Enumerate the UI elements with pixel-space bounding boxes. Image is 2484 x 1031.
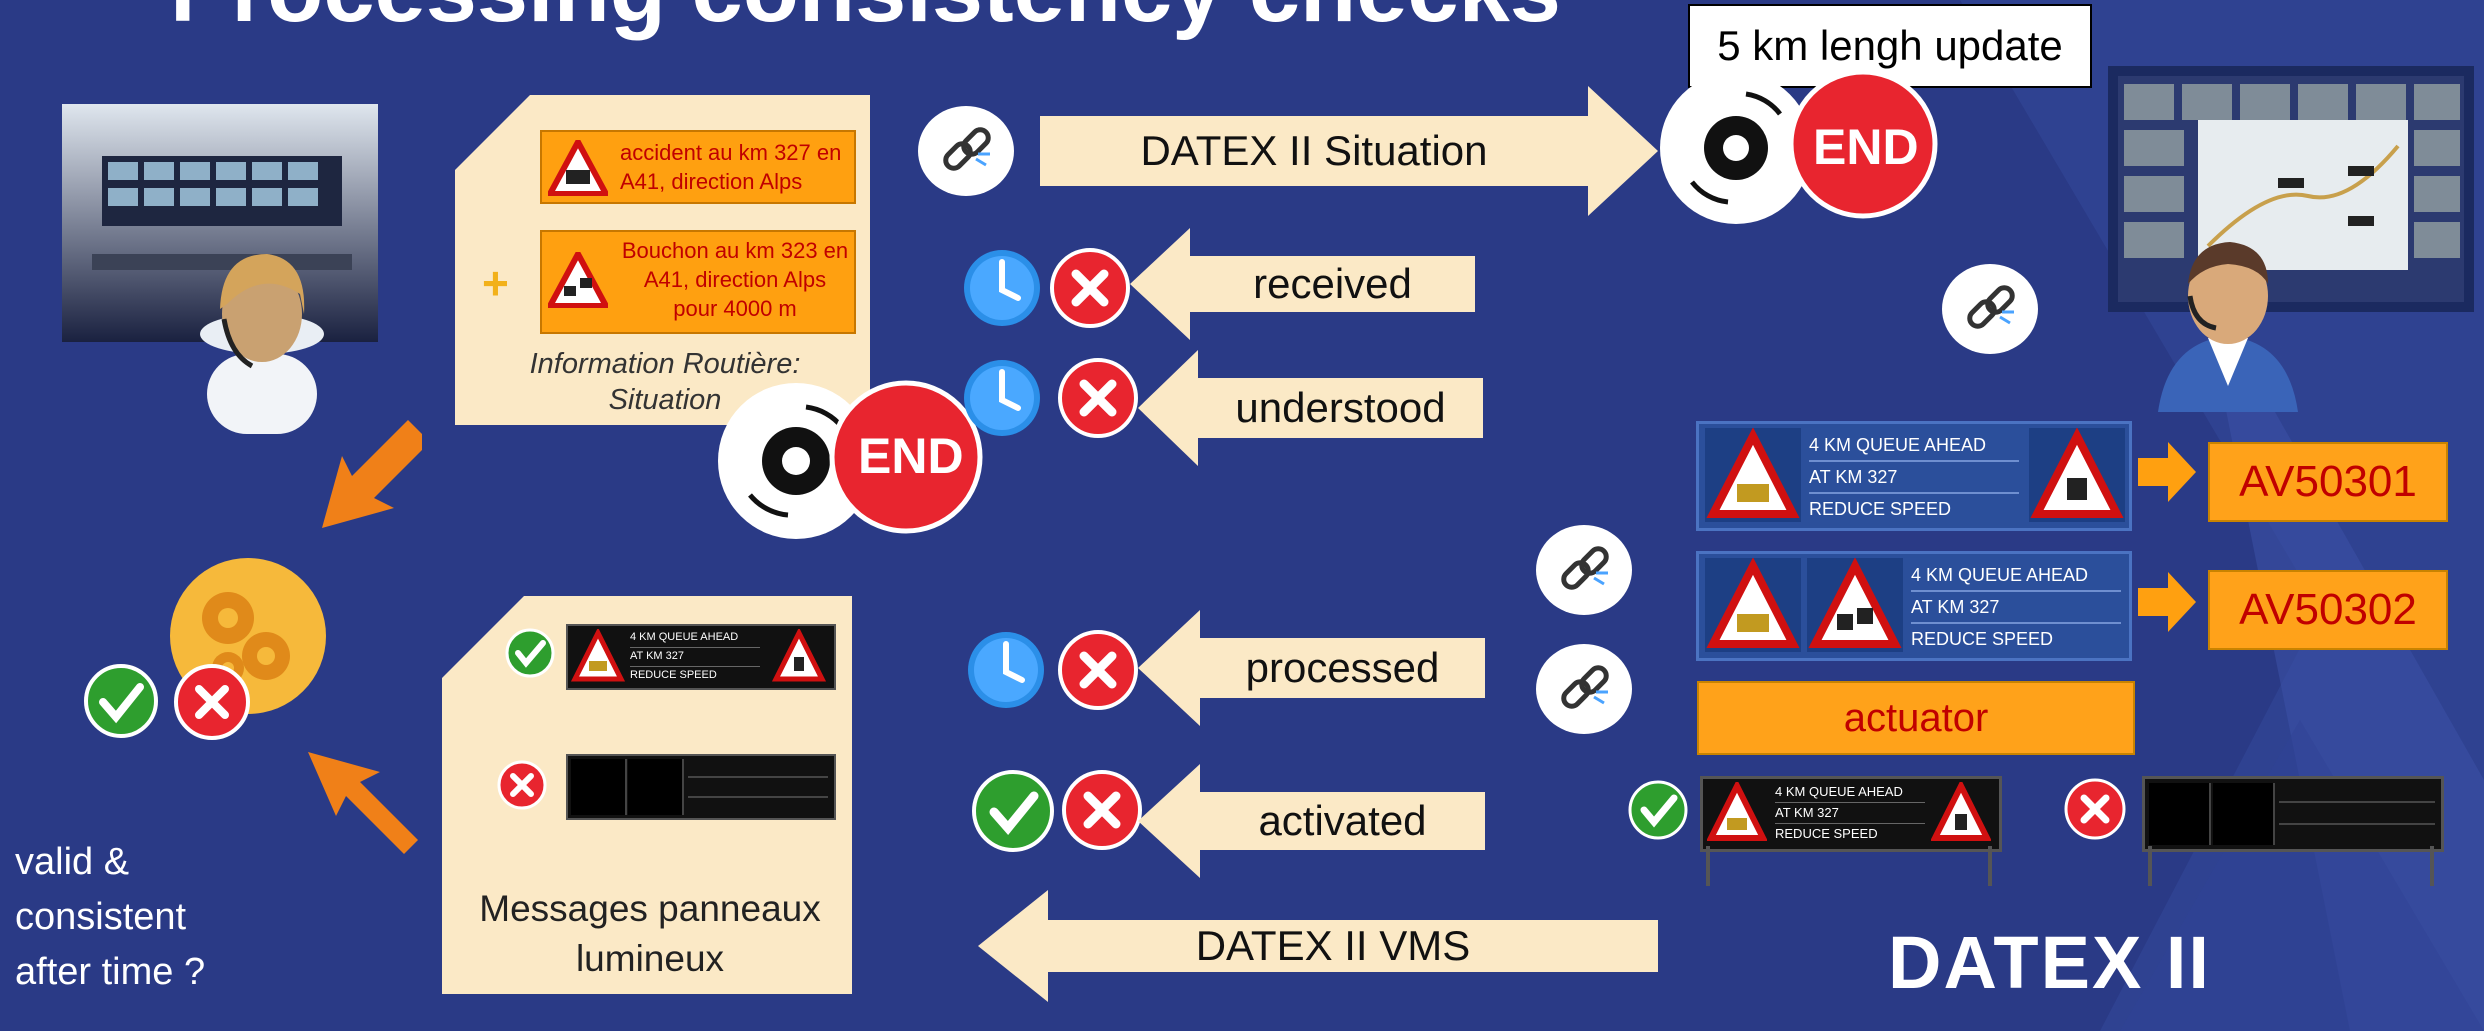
understood-flow-label: understood [1235,384,1446,431]
check-icon [84,664,158,738]
check-icon [505,628,555,678]
message-sign-blank [566,754,836,820]
vms-sign-line: AT KM 327 [1911,592,2121,624]
check-icon [972,770,1054,852]
vms-sign-line: 4 KM QUEUE AHEAD [1809,430,2019,462]
received-flow-arrow [1130,228,1475,340]
slippery-road-warning-icon [1931,782,1991,841]
sign-post [1988,846,1992,886]
accident-warning-icon [548,140,608,196]
situation-caption-line1: Information Routière: [529,348,801,380]
traffic-jam-warning-icon [1707,782,1767,841]
link-icon [1536,644,1632,734]
clock-icon [964,360,1040,436]
vms-sign-2: 4 KM QUEUE AHEAD AT KM 327 REDUCE SPEED [1696,551,2132,661]
message-sign-active: 4 KM QUEUE AHEAD AT KM 327 REDUCE SPEED [566,624,836,690]
end-label-left: END [858,428,964,484]
roadside-sign-blank [2142,776,2444,852]
error-icon [1058,358,1138,438]
vms-flow-label: DATEX II VMS [1195,922,1471,969]
datex-logo: DATEX II [1888,921,2211,1004]
error-icon [1050,248,1130,328]
sign-post [2430,846,2434,886]
arrow-down-left-icon [322,420,422,528]
messages-caption-line1: Messages panneaux [479,888,821,929]
vms-sign-line: AT KM 327 [1809,462,2019,494]
vms-sign-line: 4 KM QUEUE AHEAD [1911,560,2121,592]
arrow-right-icon [2138,572,2196,632]
error-icon [497,760,547,810]
traffic-jam-warning-icon [1705,558,1801,652]
question-line2: consistent [15,896,187,938]
link-icon [1942,264,2038,354]
accident-warning-icon [1807,558,1903,652]
message-sign-line: REDUCE SPEED [630,669,717,681]
plus-sign: + [482,257,509,309]
situation-item-traffic-jam: Bouchon au km 323 en A41, direction Alps… [540,230,856,334]
sign-code-AV50302: AV50302 [2208,570,2448,650]
error-icon [1062,770,1142,850]
activated-flow-label: activated [1258,797,1427,844]
situation-caption-line2: Situation [608,384,722,416]
check-icon [1628,780,1688,840]
traffic-jam-warning-icon [571,629,625,682]
vms-sign-line: REDUCE SPEED [1911,629,2054,649]
situation-item-text: Bouchon au km 323 en A41, direction Alps… [621,238,849,321]
vms-sign-1: 4 KM QUEUE AHEAD AT KM 327 REDUCE SPEED [1696,421,2132,531]
link-icon [918,106,1014,196]
sign-post [2148,846,2152,886]
received-flow-label: received [1253,260,1412,307]
process-end-group-left [718,380,983,539]
clock-icon [968,632,1044,708]
situation-flow-arrow [1040,86,1658,216]
control-room-operator [62,104,378,434]
slippery-road-warning-icon [772,629,826,682]
sign-code-AV50301: AV50301 [2208,442,2448,522]
activated-flow-arrow [1138,764,1485,878]
consistency-question: valid & consistent after time ? [15,835,205,1000]
situation-item-accident: accident au km 327 en A41, direction Alp… [540,130,856,204]
process-end-group-top [1660,70,1938,224]
message-sign-line: 4 KM QUEUE AHEAD [630,628,760,648]
question-line3: after time ? [15,951,206,993]
traffic-centre-operator [2108,66,2474,412]
traffic-jam-warning-icon [1705,428,1801,522]
roadside-sign-line: 4 KM QUEUE AHEAD [1775,781,1925,803]
messages-caption-line2: lumineux [575,938,725,979]
end-label-top: END [1813,119,1919,175]
error-icon [174,664,250,740]
arrow-right-icon [2138,442,2196,502]
vms-flow-arrow [978,890,1658,1002]
roadside-sign-active: 4 KM QUEUE AHEAD AT KM 327 REDUCE SPEED [1700,776,2002,852]
message-sign-line: AT KM 327 [630,647,760,667]
processed-flow-label: processed [1245,644,1440,691]
page-title: Processing consistency checks [170,0,1561,43]
actuator-box: actuator [1697,681,2135,755]
situation-flow-label: DATEX II Situation [1140,127,1488,174]
processed-flow-arrow [1138,610,1485,726]
sign-post [1706,846,1710,886]
traffic-jam-warning-icon [548,252,608,308]
arrow-up-left-icon [308,752,418,854]
slippery-road-warning-icon [2029,428,2125,522]
update-note: 5 km lengh update [1688,4,2092,88]
question-line1: valid & [15,841,130,883]
error-icon [1058,630,1138,710]
clock-icon [964,250,1040,326]
link-icon [1536,525,1632,615]
error-icon [2064,778,2126,840]
roadside-sign-line: AT KM 327 [1775,802,1925,824]
vms-sign-line: REDUCE SPEED [1809,499,1952,519]
understood-flow-arrow [1138,350,1483,466]
roadside-sign-line: REDUCE SPEED [1775,826,1878,841]
situation-item-text: accident au km 327 en A41, direction Alp… [620,140,842,194]
